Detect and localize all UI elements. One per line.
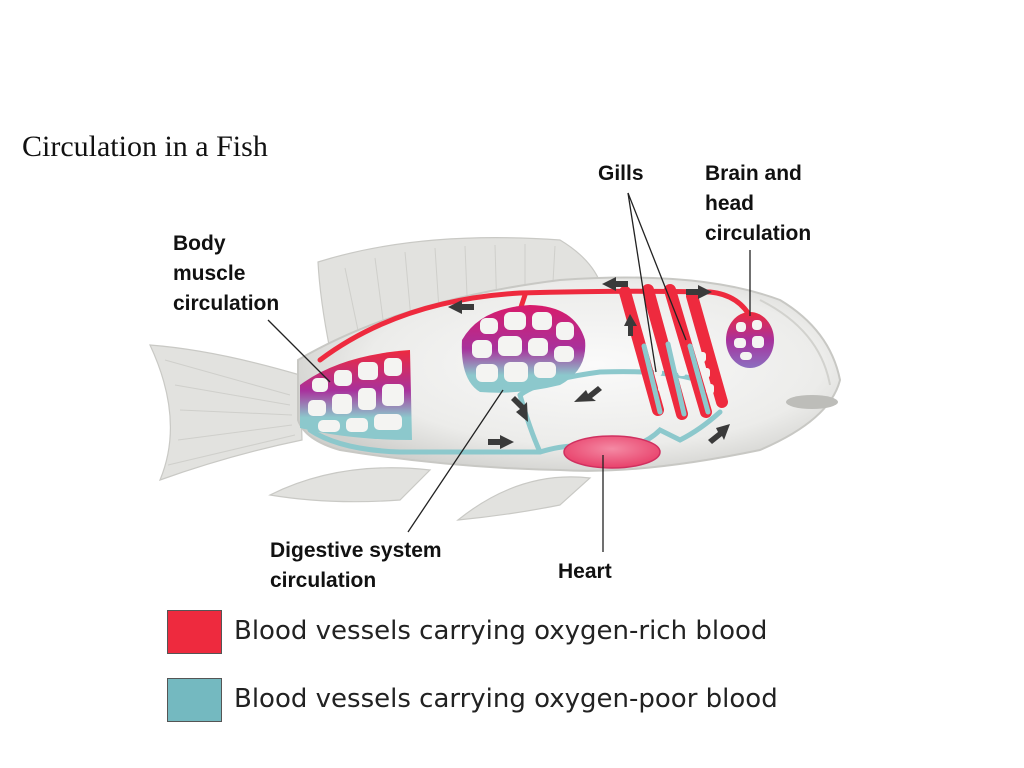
legend-swatch-oxygen-poor	[167, 678, 222, 722]
heart-label: Heart	[558, 557, 612, 587]
body-muscle-circulation-label: Body muscle circulation	[173, 229, 279, 319]
legend-text-oxygen-poor: Blood vessels carrying oxygen-poor blood	[234, 684, 778, 714]
anal-fin	[458, 477, 590, 520]
digestive-system-circulation-label: Digestive system circulation	[270, 536, 442, 596]
legend-swatch-oxygen-rich	[167, 610, 222, 654]
head-capillary-bed	[726, 312, 774, 368]
ventral-fin	[270, 468, 430, 502]
brain-head-circulation-label: Brain and head circulation	[705, 159, 811, 249]
mouth	[786, 395, 838, 409]
heart-shape	[564, 436, 660, 468]
gills-label: Gills	[598, 159, 644, 189]
legend-text-oxygen-rich: Blood vessels carrying oxygen-rich blood	[234, 616, 767, 646]
